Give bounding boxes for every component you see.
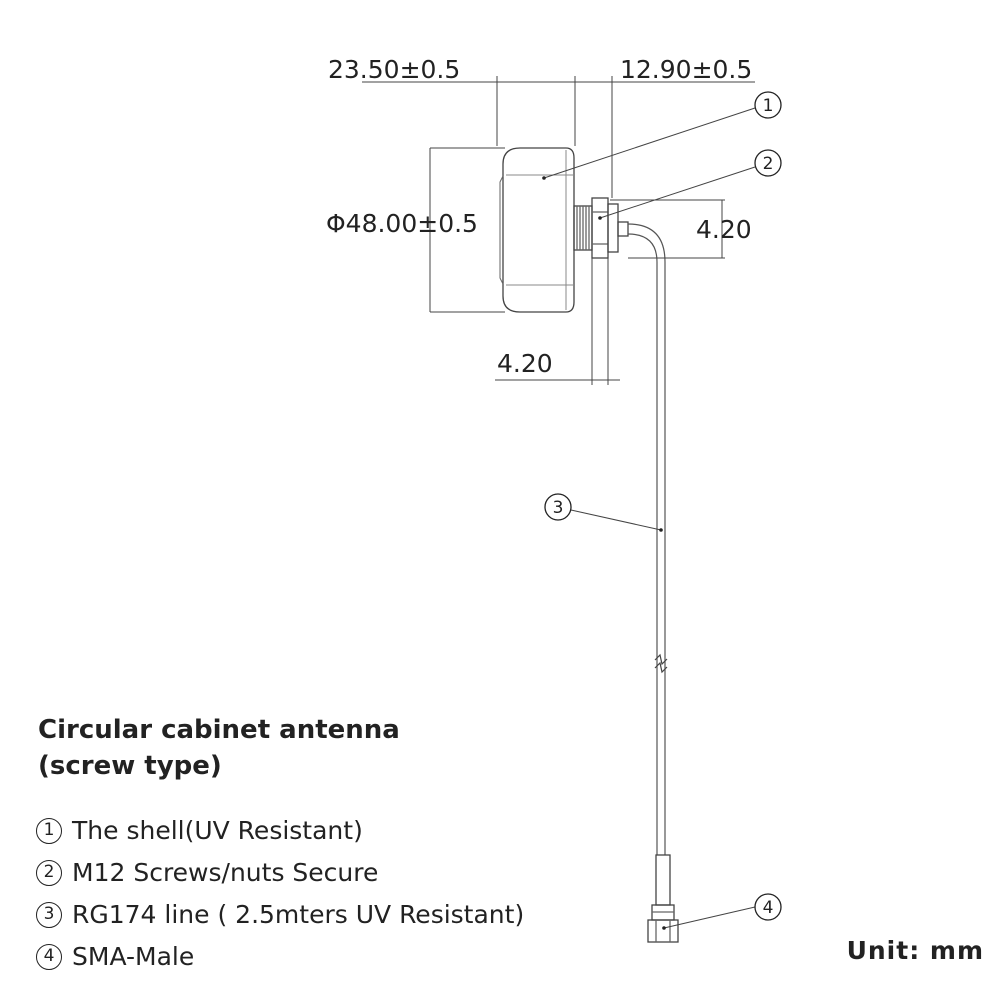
- legend-text: The shell(UV Resistant): [72, 816, 363, 845]
- legend-number: 2: [36, 860, 62, 886]
- dim-diameter: Φ48.00±0.5: [326, 209, 478, 238]
- title-line-2: (screw type): [38, 751, 222, 781]
- dim-thread-width: 12.90±0.5: [620, 55, 752, 84]
- legend-number: 4: [36, 944, 62, 970]
- callout-3: 3: [544, 493, 663, 532]
- title-line-1: Circular cabinet antenna: [38, 715, 400, 745]
- legend-item: 2 M12 Screws/nuts Secure: [36, 852, 524, 894]
- legend-text: M12 Screws/nuts Secure: [72, 858, 379, 887]
- dim-thread-height: 4.20: [696, 215, 752, 244]
- drawing-title: Circular cabinet antenna (screw type): [38, 712, 400, 784]
- callout-2-number: 2: [763, 154, 774, 174]
- callout-4-number: 4: [763, 898, 774, 918]
- legend-text: RG174 line ( 2.5mters UV Resistant): [72, 900, 525, 929]
- legend-text: SMA-Male: [72, 942, 195, 971]
- callout-2: 2: [598, 149, 782, 220]
- legend-item: 1 The shell(UV Resistant): [36, 810, 524, 852]
- dim-shell-width: 23.50±0.5: [328, 55, 460, 84]
- legend-number: 1: [36, 818, 62, 844]
- dim-nut-width: 4.20: [497, 349, 553, 378]
- sma-connector: [647, 854, 679, 943]
- parts-legend: 1 The shell(UV Resistant) 2 M12 Screws/n…: [36, 810, 524, 978]
- legend-number: 3: [36, 902, 62, 928]
- callout-4: 4: [662, 893, 782, 930]
- callout-3-number: 3: [553, 498, 564, 518]
- antenna-shell: [499, 147, 575, 313]
- callout-1-number: 1: [763, 96, 774, 116]
- legend-item: 4 SMA-Male: [36, 936, 524, 978]
- legend-item: 3 RG174 line ( 2.5mters UV Resistant): [36, 894, 524, 936]
- dimension-lines: [362, 76, 755, 385]
- callout-1: 1: [542, 91, 782, 180]
- cable: [627, 223, 668, 855]
- thread-and-nut: [573, 197, 629, 259]
- unit-label: Unit: mm: [846, 936, 984, 965]
